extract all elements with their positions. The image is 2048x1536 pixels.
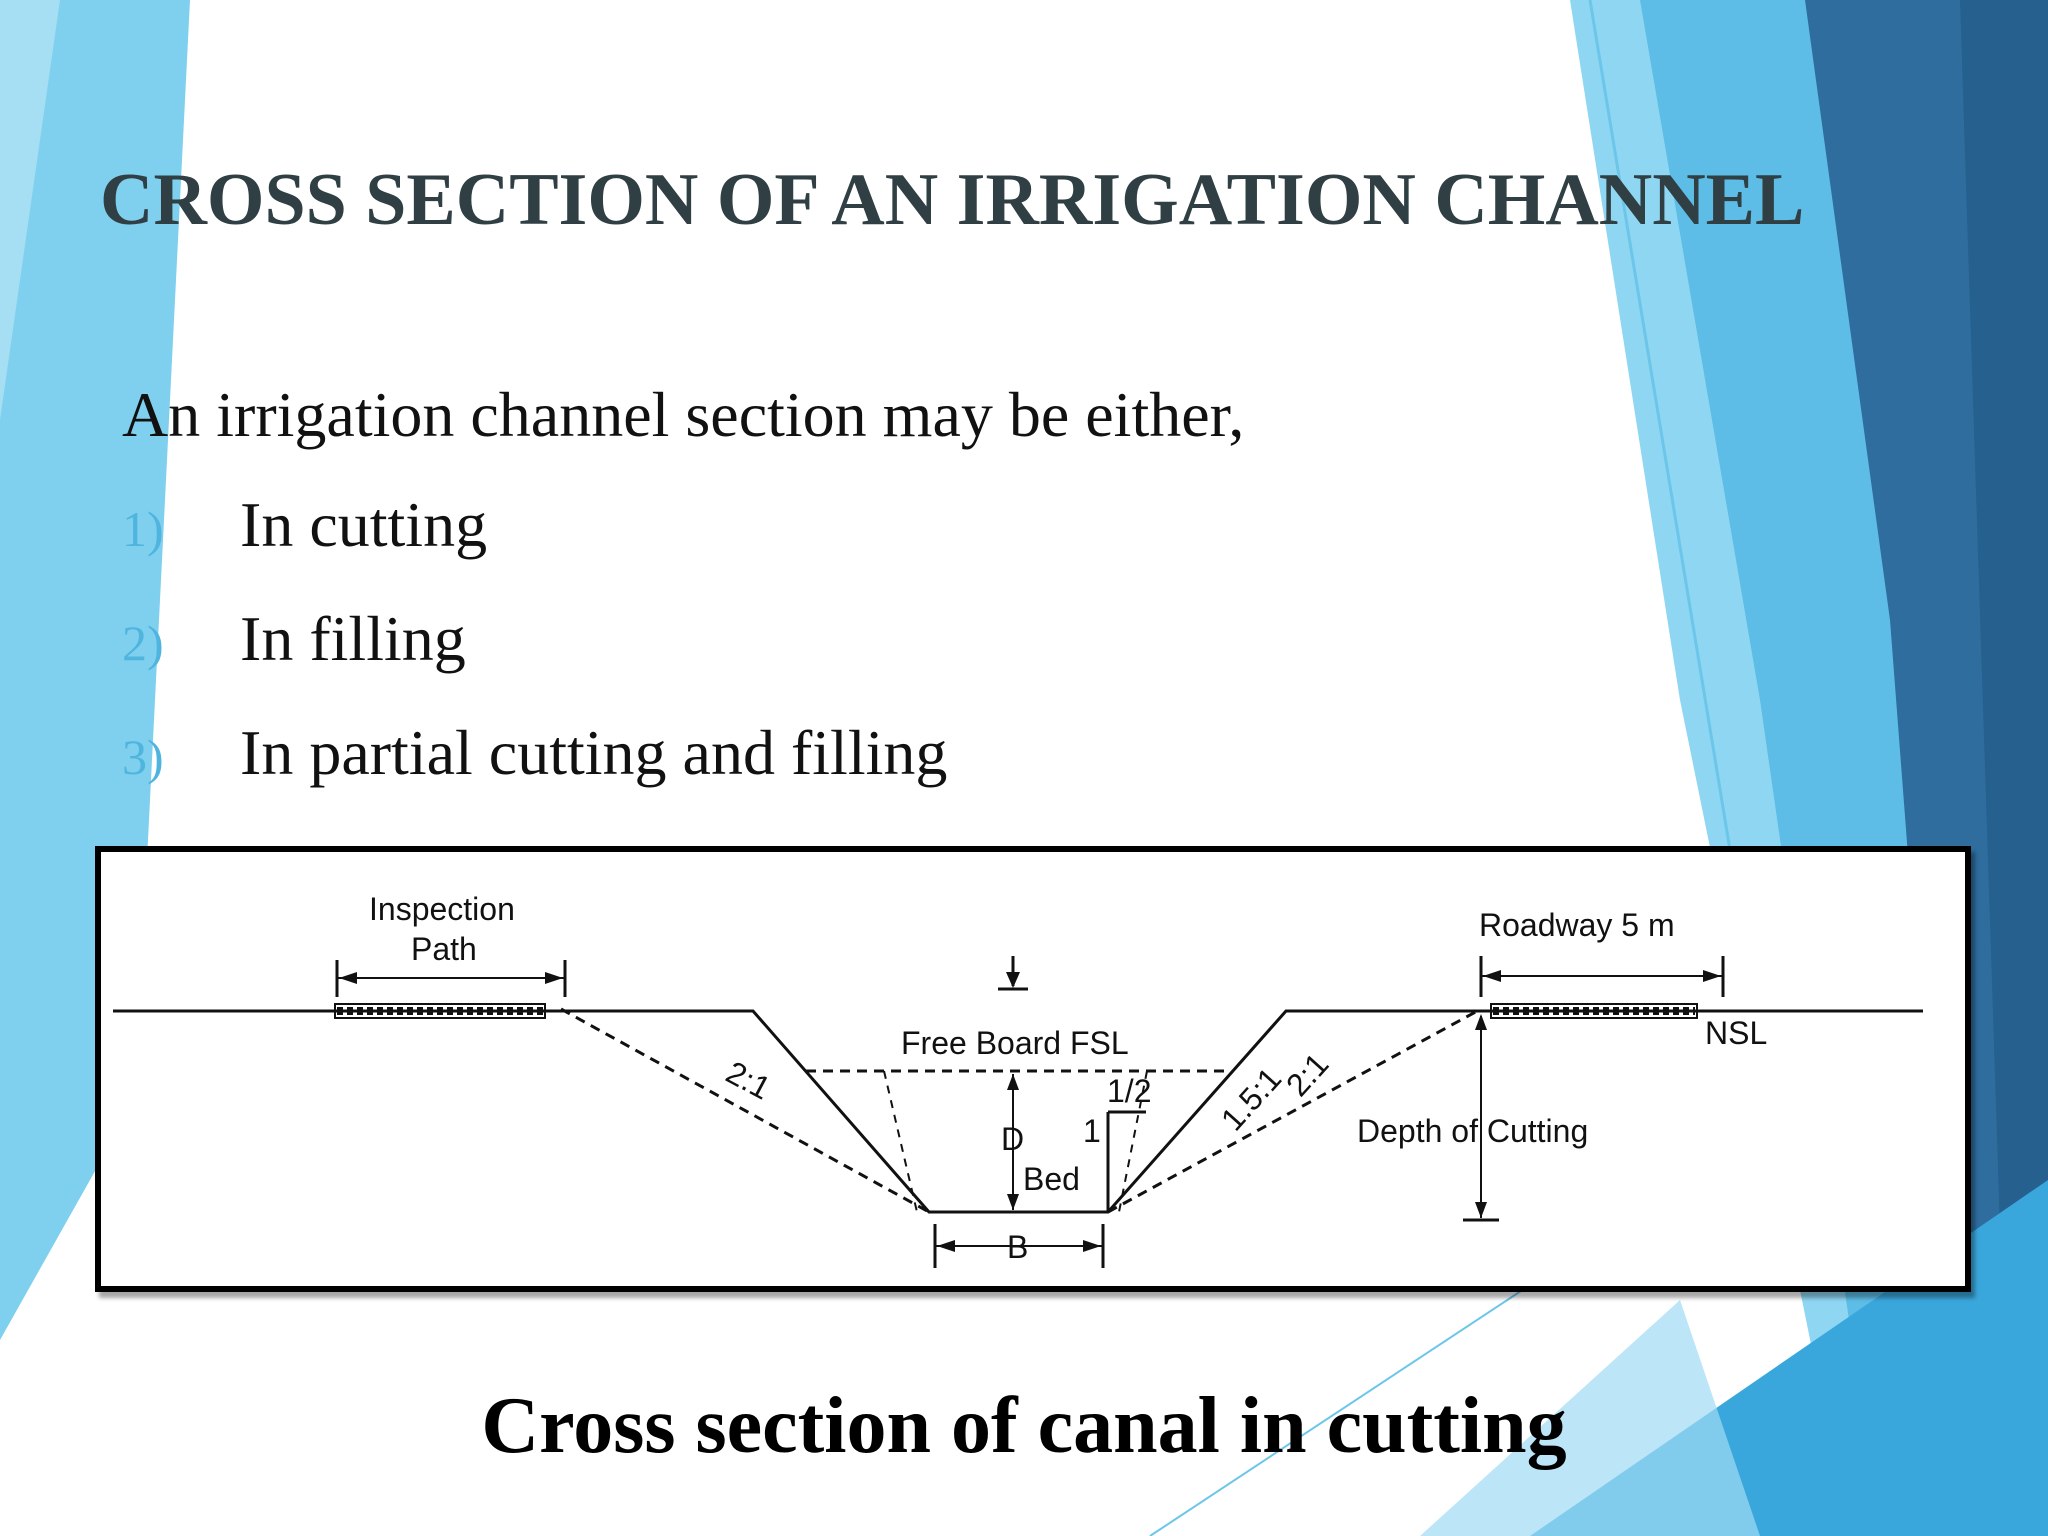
canal-cross-section-diagram: Inspection Path Roadway 5 m Free Board F… (95, 846, 1971, 1292)
list-item: 1) In cutting (122, 488, 947, 602)
nsl-label: NSL (1705, 1015, 1767, 1051)
left-accent-strip-light (0, 0, 60, 420)
arrowhead (1475, 1014, 1487, 1030)
depth-d-label: D (1001, 1121, 1024, 1157)
ratio-one-label: 1 (1083, 1113, 1101, 1149)
arrowhead (937, 1240, 955, 1252)
diagram-svg: Inspection Path Roadway 5 m Free Board F… (113, 891, 1923, 1268)
arrowhead (1006, 972, 1020, 988)
left-inner-slope-line (883, 1070, 918, 1213)
left-accent-strip (0, 0, 190, 1340)
inspection-path-pad (334, 1003, 546, 1019)
arrowhead (1483, 970, 1501, 982)
bottom-right-wedge-light (1420, 1300, 1760, 1536)
left-2-1-slope-line (560, 1007, 930, 1214)
inspection-path-label: Path (411, 931, 477, 967)
intro-text: An irrigation channel section may be eit… (122, 379, 1245, 450)
list-text: In filling (240, 603, 466, 674)
bed-label: Bed (1023, 1161, 1080, 1197)
bed-width-b-label: B (1007, 1229, 1028, 1265)
arrowhead (1007, 1074, 1019, 1090)
arrowhead (1007, 1194, 1019, 1210)
slope-right-label: 1.5:1 (1214, 1060, 1288, 1137)
list-number: 3) (122, 729, 164, 785)
arrowhead (1083, 1240, 1101, 1252)
arrowhead (1703, 970, 1721, 982)
ground-and-channel-outline (113, 1009, 1923, 1214)
thin-accent-line (1149, 1284, 1531, 1536)
slope-right-label: 2:1 (1279, 1046, 1336, 1103)
list-number: 2) (122, 615, 164, 671)
slope-left-label: 2:1 (720, 1054, 776, 1107)
freeboard-fsl-label: Free Board FSL (901, 1025, 1129, 1061)
list-item: 2) In filling (122, 602, 947, 716)
roadway-pad (1490, 1003, 1698, 1019)
diagram-caption: Cross section of canal in cutting (481, 1382, 1567, 1470)
list-number: 1) (122, 501, 164, 557)
list-text: In partial cutting and filling (240, 717, 948, 788)
right-2-1-slope-line (1107, 1007, 1482, 1214)
inspection-path-label: Inspection (369, 891, 515, 927)
roadway-label: Roadway 5 m (1479, 907, 1675, 943)
list-item: 3) In partial cutting and filling (122, 716, 947, 830)
depth-of-cutting-label: Depth of Cutting (1357, 1113, 1588, 1149)
channel-type-list: 1) In cutting 2) In filling 3) In partia… (122, 488, 947, 830)
thin-accent-line (1588, 0, 1732, 851)
half-slope-label: 1/2 (1107, 1073, 1151, 1109)
arrowhead (545, 972, 563, 984)
right-accent-darker (1960, 0, 2048, 1536)
arrowhead (1475, 1202, 1487, 1218)
list-text: In cutting (240, 489, 488, 560)
arrowhead (339, 972, 357, 984)
slide-title: CROSS SECTION OF AN IRRIGATION CHANNEL (100, 159, 1805, 241)
